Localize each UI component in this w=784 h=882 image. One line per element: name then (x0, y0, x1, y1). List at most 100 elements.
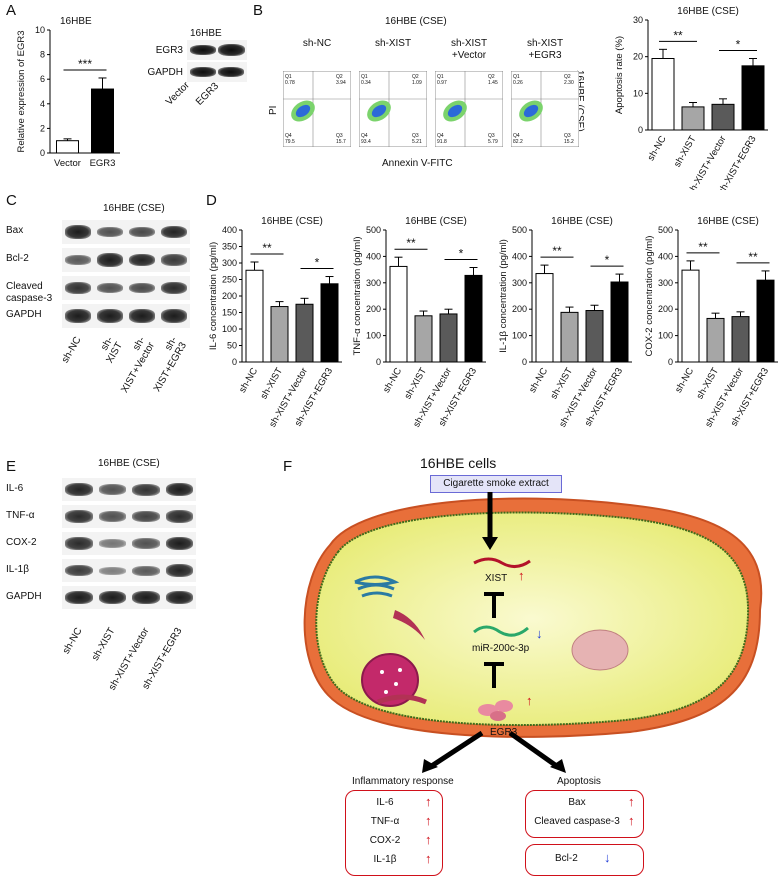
category-label: sh-XIST (548, 366, 575, 401)
y-tick-label: 100 (366, 331, 381, 341)
y-tick-label: 50 (227, 341, 237, 351)
blot-strip (62, 220, 190, 244)
flow-group-label: sh-XIST (374, 38, 412, 49)
y-tick-label: 200 (366, 304, 381, 314)
inflam-item: IL-6 (376, 797, 394, 808)
y-axis-label: COX-2 concentration (pg/ml) (644, 236, 655, 357)
band (190, 45, 216, 55)
category-label: Vector (54, 158, 81, 169)
flow-title: 16HBE (CSE) (385, 16, 447, 27)
quadrant-label: Q3 (412, 133, 419, 139)
y-tick-label: 300 (512, 278, 527, 288)
quadrant-value: 1.09 (412, 80, 422, 86)
quadrant-value: 15.7 (336, 139, 346, 145)
quadrant-value: 5.79 (488, 139, 498, 145)
significance-label: ** (406, 236, 416, 250)
y-axis-label: Relative expression of EGR3 (16, 31, 27, 153)
bar (741, 65, 765, 131)
inflam-item: TNF-α (370, 816, 400, 827)
category-label: sh-XIST (694, 366, 721, 401)
band (161, 281, 187, 295)
category-label: sh-NC (381, 366, 404, 395)
bar (56, 140, 79, 154)
bar (320, 283, 339, 363)
blot-a-lane-vector: Vector (164, 79, 192, 108)
inhibit-icon-2 (484, 662, 504, 688)
bar (91, 88, 114, 154)
bar (706, 317, 725, 363)
branch-arrows-icon (422, 730, 566, 773)
quadrant-label: Q4 (437, 133, 444, 139)
quadrant-label: Q4 (361, 133, 368, 139)
y-axis-label: Apoptosis rate (%) (614, 36, 625, 114)
bar (414, 315, 433, 363)
quadrant-value: 0.97 (437, 80, 447, 86)
quadrant-value: 2.30 (564, 80, 574, 86)
up-arrow-icon: ↑ (628, 794, 635, 809)
up-arrow-icon: ↑ (425, 794, 432, 809)
quadrant-label: Q4 (513, 133, 520, 139)
bar (756, 279, 775, 363)
band (161, 225, 187, 239)
y-tick-label: 0 (232, 357, 237, 367)
quadrant-label: Q2 (488, 74, 495, 80)
y-tick-label: 30 (633, 15, 643, 25)
blot-strip (62, 505, 196, 528)
band (132, 510, 160, 523)
y-tick-label: 100 (222, 324, 237, 334)
band (218, 67, 244, 77)
apop-title: Apoptosis (557, 776, 601, 787)
y-tick-label: 8 (40, 50, 45, 60)
significance-label: * (315, 256, 320, 270)
band (132, 538, 160, 549)
y-tick-label: 300 (658, 278, 673, 288)
quadrant-label: Q3 (488, 133, 495, 139)
y-tick-label: 20 (633, 52, 643, 62)
band (218, 44, 245, 56)
significance-label: ** (698, 240, 708, 254)
y-tick-label: 350 (222, 242, 237, 252)
band (165, 536, 193, 551)
band (190, 67, 216, 77)
y-tick-label: 500 (512, 225, 527, 235)
quadrant-value: 1.45 (488, 80, 498, 86)
egr3-protein-icon (478, 700, 513, 721)
blot-row-label: COX-2 (6, 536, 37, 548)
band (132, 590, 160, 605)
chart-il6: 16HBE (CSE)050100150200250300350400IL-6 … (208, 216, 342, 429)
xist-rna-icon (473, 557, 531, 568)
y-axis-label: IL-1β concentration (pg/ml) (498, 239, 509, 353)
bar (610, 281, 629, 363)
significance-label: * (605, 253, 610, 267)
schematic-cell (303, 497, 763, 738)
blot-strip (62, 478, 196, 501)
chart-title: 16HBE (60, 16, 92, 27)
panel-letter-e: E (6, 458, 17, 475)
band (161, 309, 187, 323)
cell-cloud-inner (295, 104, 311, 118)
bar (585, 310, 604, 363)
y-tick-label: 500 (366, 225, 381, 235)
bar (711, 103, 735, 131)
y-tick-label: 250 (222, 275, 237, 285)
bar (245, 269, 264, 363)
flow-group-label: sh-XIST +Vector (450, 38, 488, 61)
band (97, 226, 123, 238)
quadrant-value: 0.34 (361, 80, 371, 86)
blot-a-row-gapdh: GAPDH (147, 67, 183, 78)
bar (389, 265, 408, 363)
apop-down-item: Bcl-2 (555, 853, 578, 864)
category-label: sh-XIST (672, 134, 699, 169)
quadrant-label: Q2 (336, 74, 343, 80)
chart-title: 16HBE (CSE) (551, 216, 613, 227)
quadrant-label: Q1 (513, 74, 520, 80)
blot-strip (62, 276, 190, 300)
category-label: sh-XIST (258, 366, 285, 401)
band (132, 483, 160, 496)
band (97, 309, 123, 323)
